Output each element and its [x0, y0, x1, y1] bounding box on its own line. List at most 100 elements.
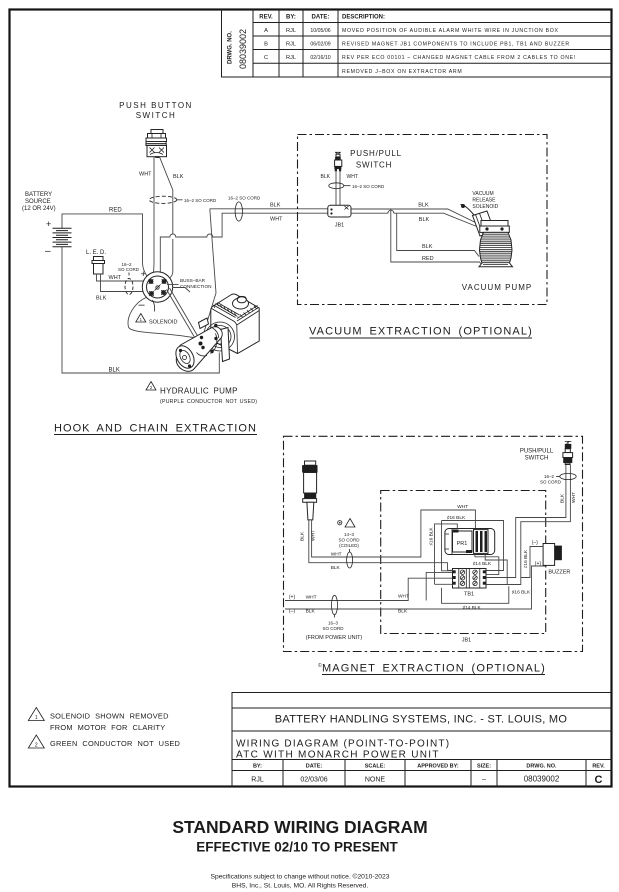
svg-text:BLK: BLK [419, 217, 430, 223]
svg-text:BY:: BY: [286, 15, 296, 21]
svg-text:REV.: REV. [259, 15, 273, 21]
svg-text:BLK: BLK [96, 296, 107, 302]
svg-text:♯16 BLK: ♯16 BLK [523, 549, 529, 568]
svg-text:(12 OR 24V): (12 OR 24V) [22, 206, 56, 212]
svg-text:WHT: WHT [311, 530, 317, 541]
svg-text:BLK: BLK [559, 493, 565, 503]
svg-text:BLK: BLK [306, 609, 316, 615]
svg-text:02/03/06: 02/03/06 [300, 777, 327, 784]
svg-text:RJL: RJL [251, 777, 264, 784]
svg-text:BUZZER: BUZZER [548, 570, 570, 576]
svg-text:16–2: 16–2 [544, 474, 555, 479]
svg-text:2: 2 [35, 743, 38, 749]
svg-text:A: A [264, 28, 268, 34]
svg-text:BLK: BLK [331, 565, 341, 571]
svg-text:DATE:: DATE: [306, 764, 323, 770]
svg-text:WHT: WHT [347, 174, 358, 180]
svg-text:BATTERY HANDLING SYSTEMS, INC.: BATTERY HANDLING SYSTEMS, INC. - ST. LOU… [275, 714, 568, 726]
svg-text:(PURPLE CONDUCTOR NOT USED): (PURPLE CONDUCTOR NOT USED) [160, 399, 257, 405]
svg-text:APPROVED BY:: APPROVED BY: [417, 764, 459, 770]
svg-text:(–): (–) [289, 609, 295, 615]
svg-text:WIRING DIAGRAM (POINT-TO-POINT: WIRING DIAGRAM (POINT-TO-POINT) [236, 739, 450, 750]
svg-text:SOLENOID: SOLENOID [472, 204, 498, 210]
svg-text:–: – [139, 299, 146, 311]
svg-text:+: + [46, 219, 51, 229]
svg-text:©: © [318, 662, 322, 669]
svg-text:WHT: WHT [306, 595, 317, 601]
svg-text:BHS, Inc., St. Louis, MO. All: BHS, Inc., St. Louis, MO. All Rights Res… [232, 883, 369, 890]
svg-text:NONE: NONE [365, 777, 386, 784]
svg-text:08039002: 08039002 [524, 775, 560, 784]
svg-text:♯16 BLK: ♯16 BLK [447, 515, 466, 521]
svg-text:08039002: 08039002 [238, 29, 248, 69]
svg-text:PUSH/PULL: PUSH/PULL [350, 149, 402, 158]
svg-text:CONNECTION: CONNECTION [180, 284, 212, 289]
svg-text:16–3: 16–3 [328, 621, 339, 626]
svg-text:(FROM POWER UNIT): (FROM POWER UNIT) [306, 635, 363, 641]
svg-text:(+): (+) [535, 561, 542, 567]
svg-text:(COILED): (COILED) [339, 543, 359, 548]
svg-text:C: C [264, 55, 268, 61]
svg-text:VACUUM: VACUUM [472, 191, 493, 197]
svg-text:TB1: TB1 [464, 592, 474, 598]
svg-text:JB1: JB1 [335, 223, 344, 229]
svg-text:JB1: JB1 [462, 638, 471, 644]
svg-text:WHT: WHT [109, 275, 122, 281]
svg-text:REVISED MAGNET JB1 COMPONENTS: REVISED MAGNET JB1 COMPONENTS TO INCLUDE… [342, 42, 570, 48]
svg-text:(+): (+) [289, 595, 296, 601]
svg-text:REMOVED J–BOX ON EXTRACTOR ARM: REMOVED J–BOX ON EXTRACTOR ARM [342, 69, 462, 75]
svg-text:FROM MOTOR FOR CLARITY: FROM MOTOR FOR CLARITY [50, 723, 165, 732]
svg-text:SOLENOID: SOLENOID [149, 320, 177, 326]
svg-text:VACUUM PUMP: VACUUM PUMP [462, 283, 532, 292]
svg-text:RJL: RJL [286, 42, 296, 48]
svg-text:DESCRIPTION:: DESCRIPTION: [342, 15, 385, 21]
svg-text:02/16/10: 02/16/10 [310, 55, 330, 61]
svg-text:10/05/06: 10/05/06 [310, 28, 330, 34]
svg-text:STANDARD WIRING DIAGRAM: STANDARD WIRING DIAGRAM [172, 817, 427, 837]
svg-text:RJL: RJL [286, 28, 296, 34]
svg-text:DRWG. NO.: DRWG. NO. [228, 31, 234, 64]
svg-text:WHT: WHT [331, 551, 342, 557]
svg-text:RED: RED [109, 208, 122, 214]
svg-text:B: B [264, 42, 268, 48]
svg-text:ATC WITH MONARCH POWER UNIT: ATC WITH MONARCH POWER UNIT [236, 750, 440, 761]
svg-text:BLK: BLK [300, 531, 306, 541]
svg-text:SIZE:: SIZE: [477, 764, 491, 770]
svg-text:BLK: BLK [321, 174, 331, 180]
svg-text:GREEN CONDUCTOR NOT USED: GREEN CONDUCTOR NOT USED [50, 739, 180, 748]
svg-text:RED: RED [422, 256, 434, 262]
svg-text:DATE:: DATE: [312, 15, 330, 21]
svg-text:–: – [45, 246, 51, 257]
svg-text:♯16 BLK: ♯16 BLK [429, 527, 435, 546]
svg-text:SWITCH: SWITCH [136, 111, 177, 120]
svg-text:1: 1 [35, 715, 38, 721]
svg-text:SCALE:: SCALE: [365, 764, 386, 770]
svg-text:PUSH BUTTON: PUSH BUTTON [119, 101, 193, 110]
svg-text:♯16 BLK: ♯16 BLK [512, 590, 531, 596]
svg-text:SO CORD: SO CORD [338, 538, 360, 543]
svg-text:(–): (–) [532, 540, 538, 546]
svg-text:BUSS–BAR: BUSS–BAR [180, 278, 206, 283]
svg-text:16–2 SO CORD: 16–2 SO CORD [352, 184, 385, 189]
svg-text:16–2: 16–2 [122, 262, 133, 267]
svg-text:BLK: BLK [418, 203, 429, 209]
svg-text:EFFECTIVE 02/10 TO PRESENT: EFFECTIVE 02/10 TO PRESENT [196, 840, 398, 855]
svg-text:WHT: WHT [139, 172, 152, 178]
svg-text:SO CORD: SO CORD [322, 626, 344, 631]
svg-text:REV PER ECO 00101 – CHANGED MA: REV PER ECO 00101 – CHANGED MAGNET CABLE… [342, 55, 576, 61]
svg-text:–: – [482, 777, 486, 784]
svg-text:BLK: BLK [109, 368, 120, 374]
svg-text:MOVED POSITION OF AUDIBLE ALAR: MOVED POSITION OF AUDIBLE ALARM WHITE WI… [342, 28, 559, 34]
svg-text:Specifications subject to chan: Specifications subject to change without… [211, 873, 390, 881]
svg-text:VACUUM EXTRACTION (OPTIONAL): VACUUM EXTRACTION (OPTIONAL) [309, 326, 533, 338]
svg-text:HOOK AND CHAIN EXTRACTION: HOOK AND CHAIN EXTRACTION [54, 423, 257, 435]
svg-text:DRWG. NO.: DRWG. NO. [526, 764, 557, 770]
svg-text:WHT: WHT [457, 504, 468, 510]
svg-text:BATTERY: BATTERY [25, 192, 52, 198]
svg-text:BLK: BLK [422, 244, 433, 250]
svg-text:SWITCH: SWITCH [525, 456, 549, 462]
svg-text:REV.: REV. [592, 764, 605, 770]
svg-text:SOURCE: SOURCE [25, 199, 51, 205]
svg-text:+: + [141, 269, 147, 280]
svg-text:2: 2 [150, 385, 153, 390]
